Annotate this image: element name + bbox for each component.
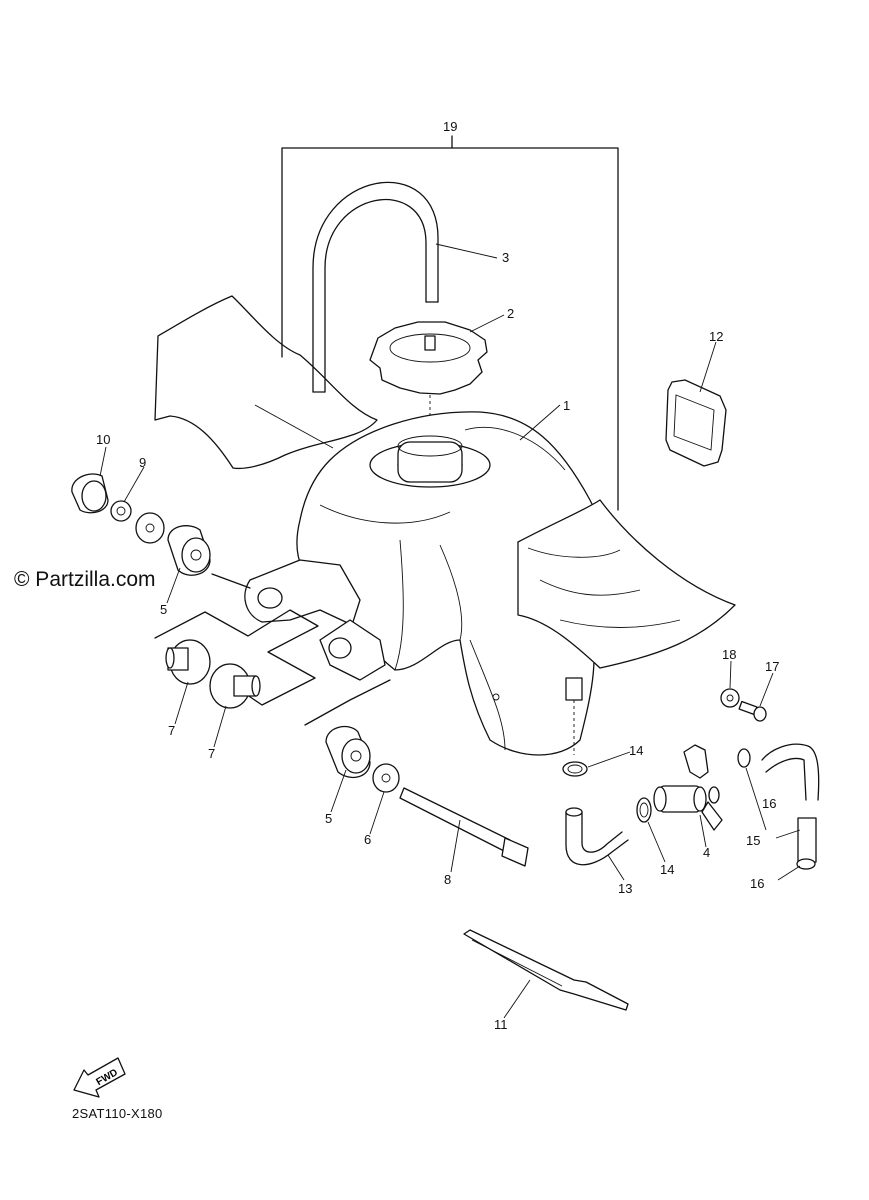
callout-1: 1 — [563, 398, 570, 413]
part-10-cap — [71, 473, 109, 514]
part-17-screw — [738, 700, 767, 722]
callout-14-lower: 14 — [660, 862, 674, 877]
callout-8: 8 — [444, 872, 451, 887]
callout-10: 10 — [96, 432, 110, 447]
callout-15: 15 — [746, 833, 760, 848]
part-16-clip-upper — [737, 748, 751, 768]
callout-numbers: 1 2 3 4 5 5 6 7 7 8 9 10 11 12 13 14 14 … — [96, 119, 779, 1032]
seat-panel — [154, 295, 378, 470]
tank-mount-front — [244, 559, 386, 681]
callout-13: 13 — [618, 881, 632, 896]
callout-2: 2 — [507, 306, 514, 321]
part-18-washer — [720, 688, 740, 708]
callout-9: 9 — [139, 455, 146, 470]
callout-5-lower: 5 — [325, 811, 332, 826]
callout-14-upper: 14 — [629, 743, 643, 758]
part-16-clip-lower — [796, 858, 816, 870]
fuel-cap — [369, 321, 488, 440]
mount-guide-lines — [154, 573, 391, 726]
bracket-19 — [281, 135, 619, 511]
part-12-emblem — [665, 379, 727, 467]
part-6-washer-lower — [372, 763, 400, 793]
part-4-fuel-cock — [653, 744, 723, 831]
part-5-damper-upper — [167, 525, 211, 576]
part-washer-upper — [135, 512, 165, 544]
part-14-clamp-lower — [636, 797, 652, 823]
breather-hose — [312, 181, 439, 393]
callout-6: 6 — [364, 832, 371, 847]
callout-11: 11 — [494, 1017, 508, 1032]
callout-17: 17 — [765, 659, 779, 674]
part-7-damper-b — [209, 663, 261, 709]
part-14-clamp-upper — [562, 761, 588, 777]
part-11-strip — [463, 929, 629, 1011]
watermark: © Partzilla.com — [14, 568, 156, 591]
callout-3: 3 — [502, 250, 509, 265]
callout-16-upper: 16 — [762, 796, 776, 811]
part-5-damper-lower — [325, 725, 371, 779]
callout-5-upper: 5 — [160, 602, 167, 617]
part-8-bolt — [399, 787, 529, 867]
fwd-arrow: FWD — [73, 1057, 126, 1098]
callout-7-b: 7 — [208, 746, 215, 761]
callout-7-a: 7 — [168, 723, 175, 738]
part-7-damper-a — [165, 639, 211, 685]
leader-lines — [99, 243, 801, 1019]
diagram-code: 2SAT110-X180 — [72, 1106, 163, 1121]
callout-19: 19 — [443, 119, 457, 134]
fuel-tank — [296, 411, 606, 756]
tank-decal — [517, 499, 736, 669]
callout-4: 4 — [703, 845, 710, 860]
part-13-hose — [565, 807, 629, 866]
callout-12: 12 — [709, 329, 723, 344]
part-9-collar — [110, 500, 132, 522]
callout-16-lower: 16 — [750, 876, 764, 891]
callout-18: 18 — [722, 647, 736, 662]
